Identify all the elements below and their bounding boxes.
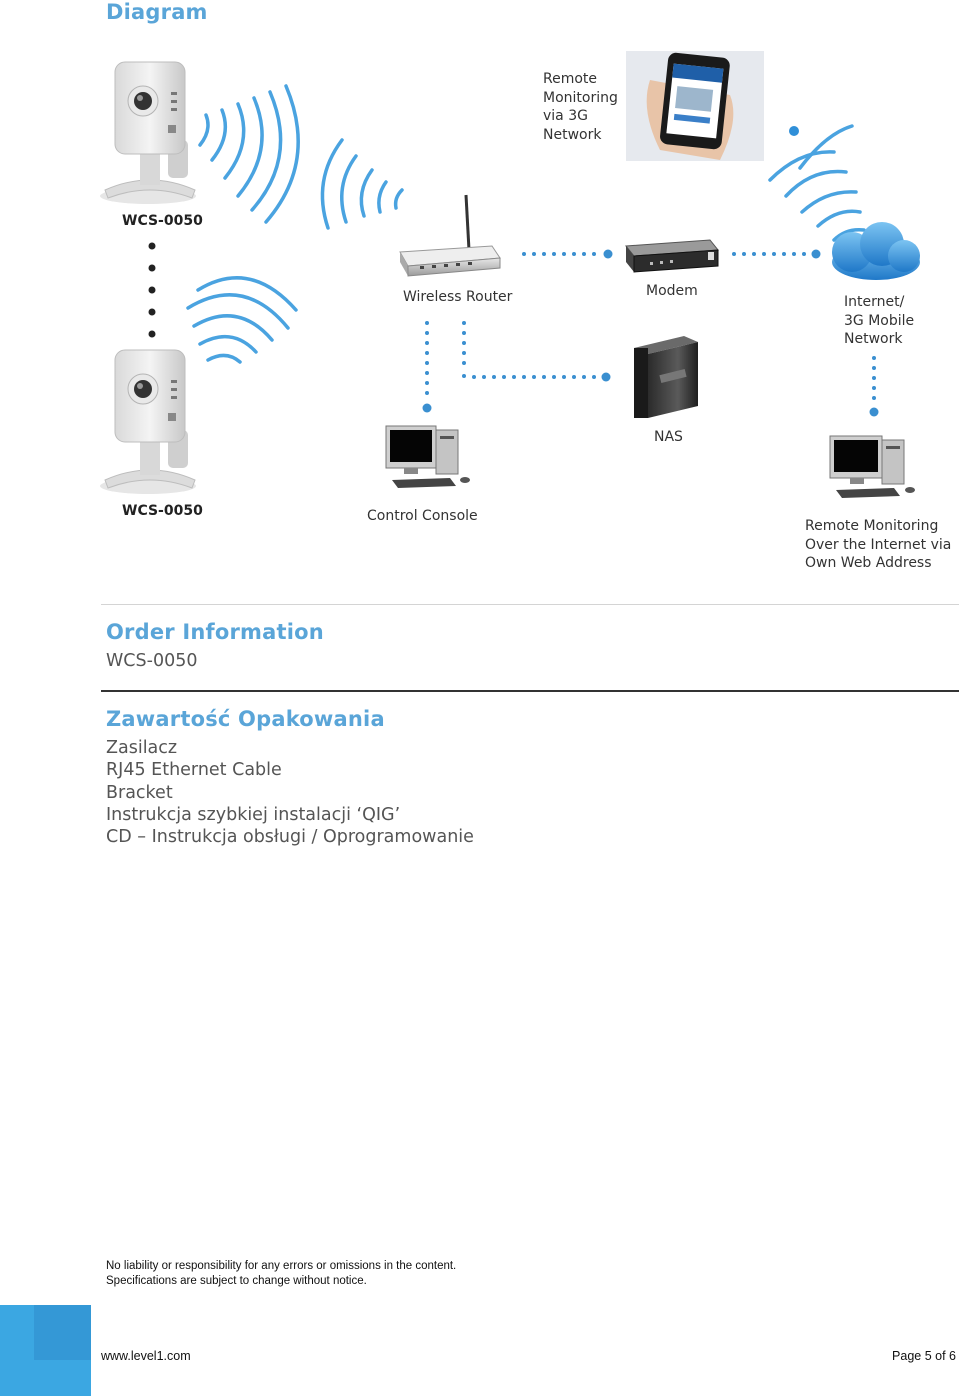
list-item: RJ45 Ethernet Cable xyxy=(106,760,282,781)
wireless-router-icon xyxy=(399,194,501,277)
list-item: CD – Instrukcja obsługi / Oprogramowanie xyxy=(106,827,474,848)
connection-dots xyxy=(422,249,879,417)
disclaimer-line: Specifications are subject to change wit… xyxy=(106,1274,367,1287)
cloud-icon xyxy=(832,222,920,280)
wifi-waves-icon xyxy=(186,84,866,364)
camera-separator-dots xyxy=(148,242,156,338)
order-model: WCS-0050 xyxy=(106,651,198,671)
footer-accent-bar xyxy=(0,1305,91,1396)
divider-dark xyxy=(101,690,959,692)
page-number: Page 5 of 6 xyxy=(892,1349,956,1363)
divider-light xyxy=(101,604,959,605)
internet-label: Internet/ 3G Mobile Network xyxy=(844,294,919,347)
nas-icon xyxy=(634,336,698,418)
order-heading: Order Information xyxy=(106,620,324,644)
network-diagram: WCS-0050 WCS-0050 xyxy=(100,51,956,571)
camera-top-label: WCS-0050 xyxy=(122,213,203,229)
footer-url-link[interactable]: www.level1.com xyxy=(101,1349,191,1363)
list-item: Instrukcja szybkiej instalacji ‘QIG’ xyxy=(106,804,401,825)
list-item: Zasilacz xyxy=(106,738,178,758)
nas-label: NAS xyxy=(654,429,683,445)
remote-web-label: Remote Monitoring Over the Internet via … xyxy=(805,518,956,571)
contents-heading: Zawartość Opakowania xyxy=(106,707,385,731)
disclaimer: No liability or responsibility for any e… xyxy=(106,1259,456,1288)
camera-bottom-icon xyxy=(100,349,196,494)
remote-pc-icon xyxy=(829,435,915,498)
camera-bottom-label: WCS-0050 xyxy=(122,503,203,519)
wave-dot xyxy=(789,126,799,136)
contents-list: Zasilacz RJ45 Ethernet Cable Bracket Ins… xyxy=(106,737,474,848)
modem-label: Modem xyxy=(646,283,698,299)
list-item: Bracket xyxy=(106,782,173,803)
diagram-title: Diagram xyxy=(106,0,208,24)
control-console-pc-icon xyxy=(385,425,470,488)
phone-photo-icon xyxy=(626,51,764,161)
disclaimer-line: No liability or responsibility for any e… xyxy=(106,1260,457,1272)
control-console-label: Control Console xyxy=(367,508,478,524)
camera-top-icon xyxy=(100,61,196,204)
modem-icon xyxy=(625,239,719,273)
footer-accent-block xyxy=(34,1305,91,1360)
router-label: Wireless Router xyxy=(403,289,513,305)
remote-3g-label: Remote Monitoring via 3G Network xyxy=(543,71,622,143)
